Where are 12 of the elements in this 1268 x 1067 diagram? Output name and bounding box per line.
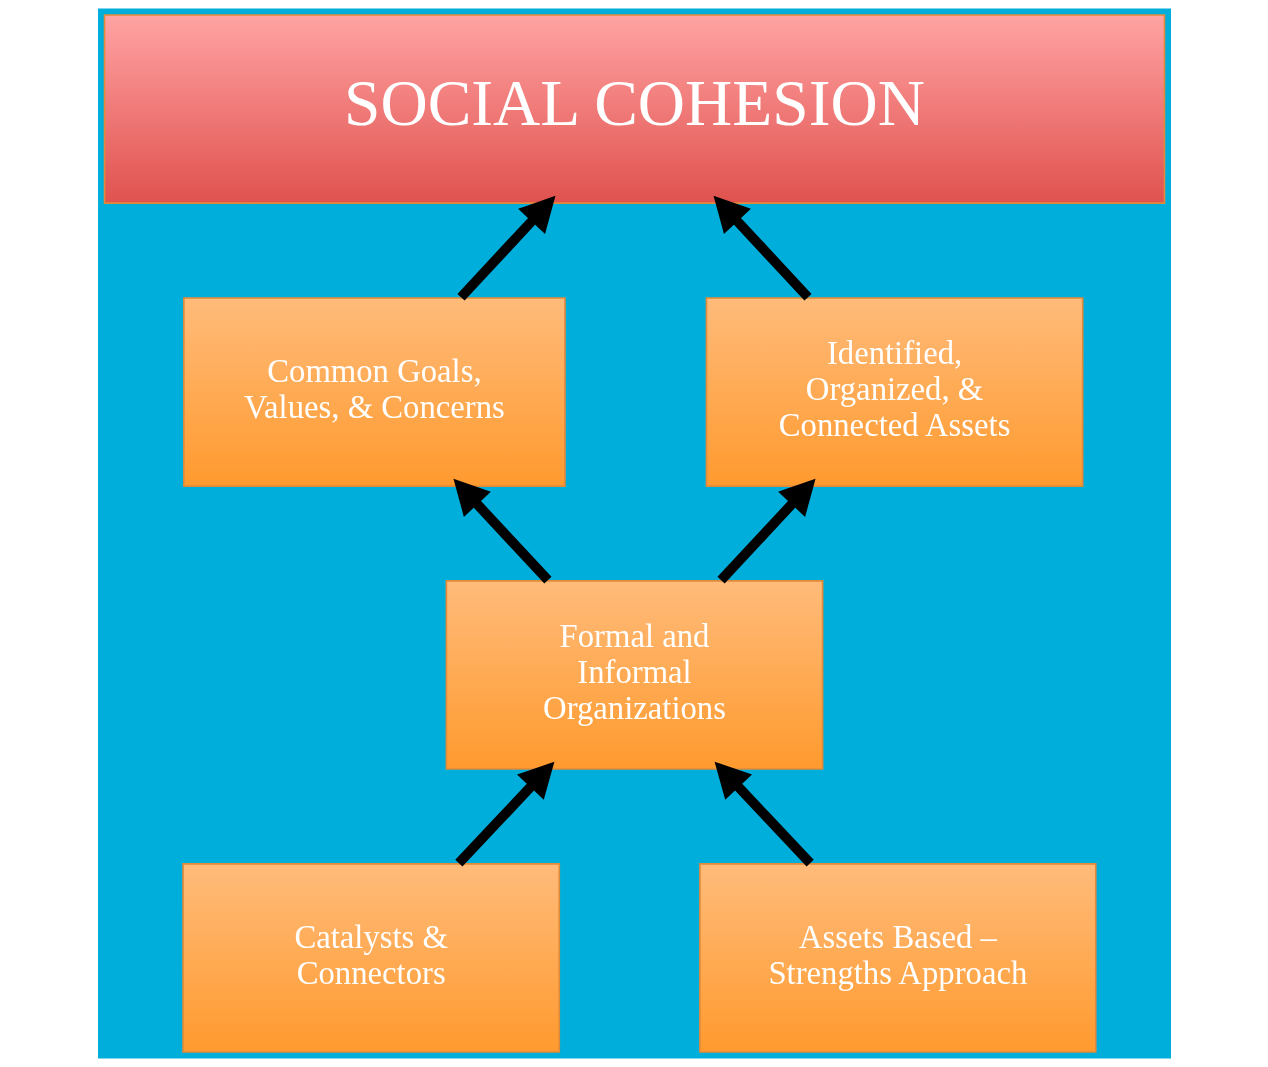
node-box: Catalysts & Connectors <box>181 863 560 1053</box>
node-box: SOCIAL COHESION <box>103 14 1165 204</box>
node-box: Assets Based – Strengths Approach <box>698 863 1097 1053</box>
arrow <box>713 195 812 301</box>
arrow <box>454 761 554 867</box>
arrow <box>717 478 816 584</box>
arrow <box>714 761 814 867</box>
node-box: Common Goals, Values, & Concerns <box>182 297 566 487</box>
arrow <box>452 478 551 584</box>
arrow <box>456 195 555 301</box>
node-box: Identified, Organized, & Connected Assets <box>705 297 1083 487</box>
node-box: Formal and Informal Organizations <box>445 580 823 770</box>
